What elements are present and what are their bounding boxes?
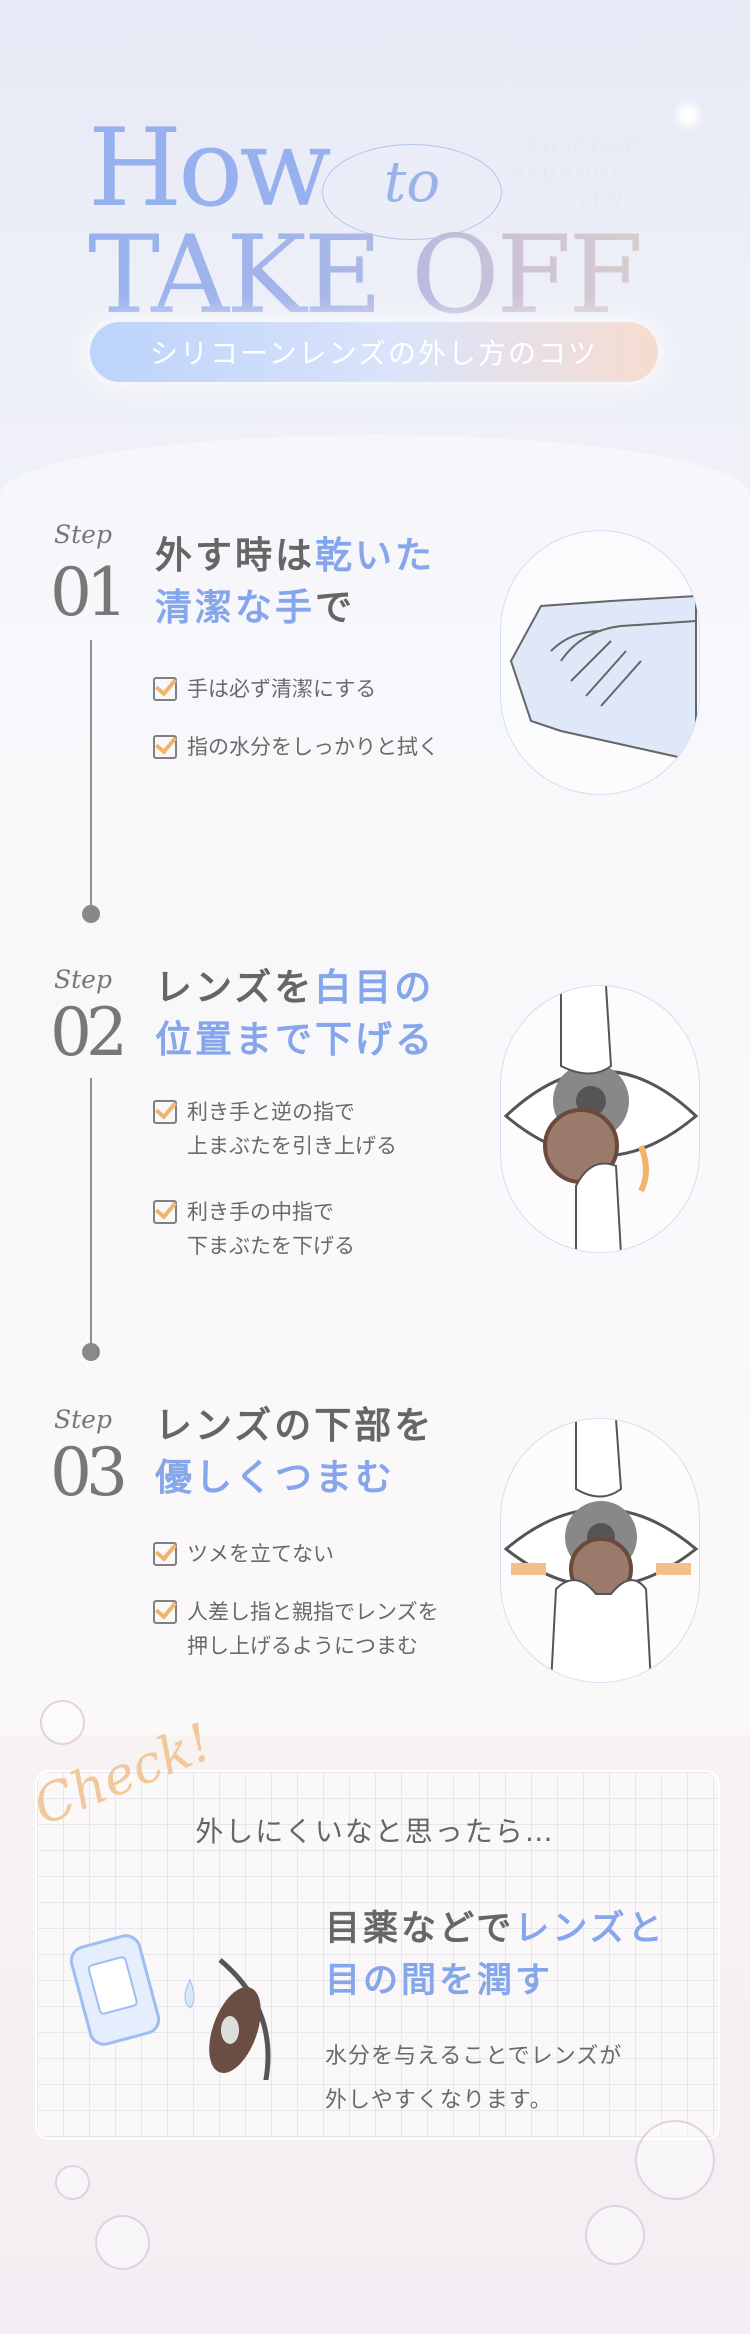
bubble-decoration — [635, 2120, 715, 2200]
checkbox-icon — [153, 1542, 177, 1566]
item-text: 手は必ず清潔にする — [187, 677, 377, 701]
check-heading: 目薬などでレンズと 目の間を潤す — [325, 1903, 666, 2007]
title-how: How — [88, 106, 332, 231]
item-text: ツメを立てない — [187, 1542, 334, 1566]
item-text: 上まぶたを引き上げる — [187, 1134, 397, 1158]
item-text: 利き手と逆の指で — [187, 1100, 355, 1124]
heading-accent: 清潔な手 — [155, 586, 315, 629]
item-text: 下まぶたを下げる — [187, 1234, 355, 1258]
body-text: 水分を与えることでレンズが — [325, 2044, 623, 2069]
sparkle-icon — [668, 95, 708, 135]
checkbox-icon — [153, 1600, 177, 1624]
side-label-line: LENS — [579, 190, 641, 211]
item-text: 人差し指と親指でレンズを — [187, 1600, 439, 1624]
check-item: ツメを立てない — [153, 1537, 334, 1571]
step-label: Step — [54, 1405, 112, 1434]
eye-lens-pinch-illustration — [500, 1418, 700, 1683]
bubble-decoration — [585, 2205, 645, 2265]
check-item: 指の水分をしっかりと拭く — [153, 730, 439, 764]
check-item: 手は必ず清潔にする — [153, 672, 376, 706]
heading-text: 目薬などで — [325, 1909, 515, 1949]
check-item: 利き手と逆の指で上まぶたを引き上げる — [153, 1095, 397, 1163]
check-body: 水分を与えることでレンズが 外しやすくなります。 — [325, 2035, 622, 2123]
side-label: SILICONE HYDROGEL LENS — [510, 138, 641, 213]
eye-drops-illustration — [69, 1900, 310, 2086]
checkbox-icon — [153, 735, 177, 759]
bubble-decoration — [55, 2165, 90, 2200]
heading-accent: 目の間を潤す — [325, 1961, 554, 2001]
title-take-off: TAKE OFF — [88, 213, 643, 338]
step-label: Step — [54, 965, 112, 994]
heading-text: レンズの下部を — [155, 1404, 435, 1447]
step-heading: 外す時は乾いた 清潔な手で — [155, 530, 435, 634]
heading-accent: 白目の — [314, 966, 435, 1009]
check-item: 人差し指と親指でレンズを押し上げるようにつまむ — [153, 1595, 439, 1663]
step-number: 02 — [50, 994, 128, 1071]
item-text: 指の水分をしっかりと拭く — [187, 735, 439, 759]
step-label: Step — [54, 520, 112, 549]
heading-text: レンズを — [155, 966, 315, 1009]
heading-accent: 優しくつまむ — [155, 1456, 395, 1499]
timeline-line — [90, 1078, 92, 1346]
step-heading: レンズの下部を 優しくつまむ — [155, 1400, 434, 1504]
item-text: 押し上げるようにつまむ — [187, 1634, 418, 1658]
subtitle-pill: シリコーンレンズの外し方のコツ — [90, 322, 658, 382]
heading-accent: 位置まで下げる — [155, 1018, 435, 1061]
title-to-oval — [322, 144, 502, 240]
bubble-decoration — [40, 1700, 85, 1745]
body-text: 外しやすくなります。 — [325, 2088, 553, 2113]
hand-wiping-illustration — [500, 530, 700, 795]
checkbox-icon — [153, 1200, 177, 1224]
heading-text: 外す時は — [155, 534, 315, 577]
timeline-line — [90, 640, 92, 910]
eye-lens-down-illustration — [500, 985, 700, 1253]
timeline-dot — [82, 1343, 100, 1361]
side-label-line: HYDROGEL — [510, 165, 641, 186]
heading-accent: レンズと — [514, 1909, 666, 1949]
step-number: 03 — [50, 1434, 128, 1511]
heading-text: で — [315, 586, 355, 629]
checkbox-icon — [153, 1100, 177, 1124]
item-text: 利き手の中指で — [187, 1200, 334, 1224]
checkbox-icon — [153, 677, 177, 701]
side-label-line: SILICONE — [527, 140, 641, 161]
timeline-dot — [82, 905, 100, 923]
check-question: 外しにくいなと思ったら… — [195, 1815, 555, 1848]
check-box — [35, 1770, 720, 2140]
step-heading: レンズを白目の 位置まで下げる — [155, 962, 435, 1066]
step-number: 01 — [50, 554, 128, 631]
bubble-decoration — [95, 2215, 150, 2270]
title-to: to — [383, 150, 441, 215]
heading-accent: 乾いた — [315, 534, 435, 577]
check-item: 利き手の中指で下まぶたを下げる — [153, 1195, 355, 1263]
